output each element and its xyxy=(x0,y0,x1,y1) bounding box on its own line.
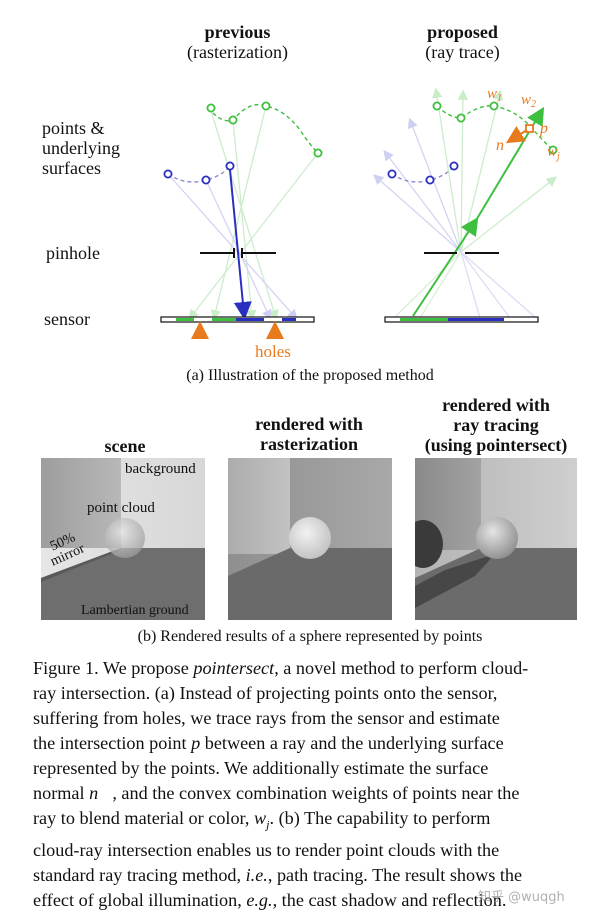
label-ground: Lambertian ground xyxy=(81,603,189,618)
rt-heading-line3: (using pointersect) xyxy=(424,435,568,455)
raster-heading-line2: rasterization xyxy=(260,434,358,454)
caption-line: cloud-ray intersection enables us to ren… xyxy=(33,839,500,860)
left-sensor xyxy=(160,316,315,323)
caption-line: normal n⃗, and the convex combination we… xyxy=(33,783,520,803)
rt-heading: rendered with ray tracing (using pointer… xyxy=(410,395,582,455)
label-points-line1: points & xyxy=(42,118,105,138)
raytrace-image xyxy=(415,458,577,620)
watermark: 知乎 @wuqgh xyxy=(478,890,565,905)
figure-caption: Figure 1. We propose pointersect, a nove… xyxy=(33,656,587,913)
label-wj: wj xyxy=(547,144,560,162)
left-faint-rays xyxy=(167,105,319,321)
label-sensor: sensor xyxy=(44,309,90,329)
method-diagram: w1 w2 wj p n holes xyxy=(160,86,560,360)
right-blue-points xyxy=(387,161,459,185)
label-w2: w2 xyxy=(521,92,536,110)
left-pinhole xyxy=(200,248,276,258)
left-heading-bold: previous xyxy=(204,22,271,42)
label-background: background xyxy=(125,461,196,477)
left-green-points xyxy=(206,101,323,158)
caption-line: ray intersection. (a) Instead of project… xyxy=(33,683,498,703)
caption-a: (a) Illustration of the proposed method xyxy=(186,367,434,384)
label-point-cloud: point cloud xyxy=(87,500,155,516)
right-heading: proposed xyxy=(427,22,498,42)
right-heading-sub: (ray trace) xyxy=(425,42,500,62)
left-green-surface xyxy=(207,103,319,154)
caption-b: (b) Rendered results of a sphere represe… xyxy=(137,628,483,645)
left-heading: previous xyxy=(180,22,295,42)
raster-image xyxy=(228,458,392,620)
scene-heading: scene xyxy=(104,436,146,456)
left-blue-surface xyxy=(167,165,231,183)
caption-line: represented by the points. We additional… xyxy=(33,758,489,778)
label-p: p xyxy=(539,120,548,137)
caption-line: the intersection point p between a ray a… xyxy=(33,733,504,753)
left-projection-ray xyxy=(229,169,252,320)
label-w1: w1 xyxy=(487,86,502,104)
scene-image: background point cloud 50% mirror Lamber… xyxy=(41,458,205,620)
caption-line: effect of global illumination, e.g., the… xyxy=(33,889,507,910)
left-heading-sub: (rasterization) xyxy=(187,42,288,62)
left-blue-points xyxy=(163,161,235,185)
raster-heading-line1: rendered with xyxy=(255,414,363,434)
label-pinhole: pinhole xyxy=(46,243,100,263)
caption-line: ray to blend material or color, wj. (b) … xyxy=(33,808,491,832)
label-points-line2: underlying xyxy=(42,138,120,158)
caption-line: Figure 1. We propose pointersect, a nove… xyxy=(33,658,529,678)
raster-heading: rendered with rasterization xyxy=(228,414,390,454)
rt-heading-line2: ray tracing xyxy=(453,415,539,435)
label-holes: holes xyxy=(255,342,291,360)
right-sensor xyxy=(384,316,539,323)
rt-heading-line1: rendered with xyxy=(442,395,550,415)
right-green-points xyxy=(432,101,558,155)
intersection-point-p xyxy=(525,124,534,133)
label-points-line3: surfaces xyxy=(42,158,101,178)
caption-line: suffering from holes, we trace rays from… xyxy=(33,708,500,728)
label-points: points & underlying surfaces xyxy=(42,118,120,178)
label-n: n xyxy=(496,137,504,154)
caption-line: standard ray tracing method, i.e., path … xyxy=(33,864,523,885)
normal-arrow xyxy=(505,126,528,144)
right-traced-ray-lower xyxy=(412,216,479,317)
